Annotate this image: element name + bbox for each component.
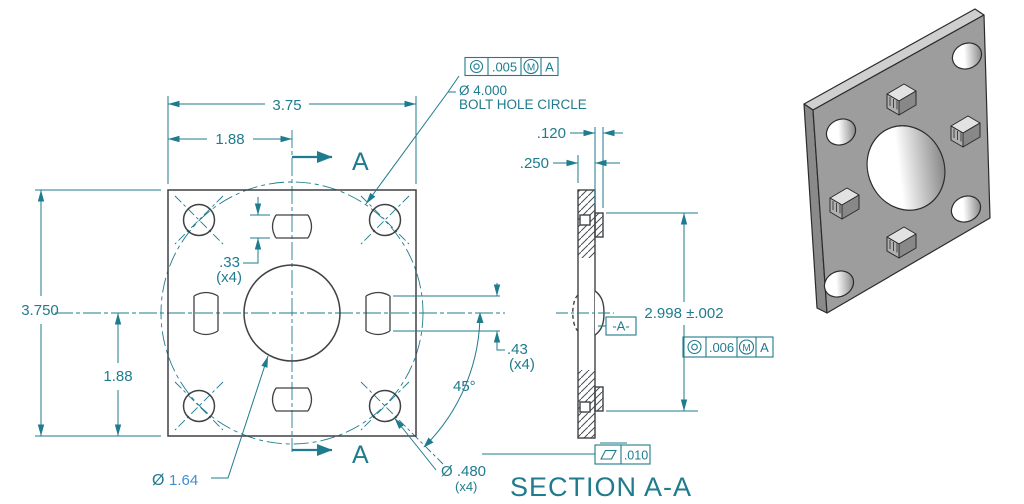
iso-boss-left <box>829 187 860 220</box>
iso-bolt-hole <box>951 42 983 70</box>
iso-boss-top <box>886 83 917 116</box>
dim-angle-45: 45° <box>423 312 484 448</box>
plate-outline <box>167 189 417 437</box>
fcf-runout-datum: A <box>760 340 769 355</box>
iso-view <box>803 8 991 314</box>
datum-a-text: -A- <box>612 319 629 334</box>
section-cut-arrows: A A <box>292 148 369 469</box>
iso-boss-right <box>950 115 981 148</box>
dim-width-half: 1.88 <box>168 131 292 148</box>
section-boss-top <box>594 212 604 238</box>
iso-bolt-hole <box>825 118 857 146</box>
diameter-symbol: Ø <box>152 472 164 489</box>
section-slot-bottom <box>579 401 591 413</box>
section-title: SECTION A-A <box>510 472 692 502</box>
fcf-runout-tolerance: .006 <box>709 340 734 355</box>
bolt-holes <box>182 203 402 423</box>
fcf-position: .005 M A <box>464 56 559 77</box>
iso-center-hole <box>866 125 946 211</box>
mmc-modifier-icon: M <box>523 58 539 75</box>
section-hidden-profile <box>572 294 579 332</box>
fcf-runout: .006 M A <box>682 336 774 358</box>
dim-width: 3.75 <box>167 96 417 184</box>
boss-top <box>271 214 313 239</box>
dim-height-text: 3.750 <box>21 302 59 319</box>
bolt-circle-label-text: BOLT HOLE CIRCLE <box>459 97 587 112</box>
datum-a-label: -A- <box>598 316 637 336</box>
svg-text:M: M <box>742 343 750 354</box>
dim-slot-33-text: .33 <box>219 254 240 271</box>
leader-bolt-hole: Ø .480 (x4) <box>394 417 486 494</box>
dim-thickness-text: .250 <box>520 155 549 172</box>
flatness-symbol-icon <box>600 449 617 460</box>
dim-width-half-text: 1.88 <box>215 131 244 148</box>
section-arrow-bottom-label: A <box>352 441 369 469</box>
svg-text:M: M <box>527 63 535 74</box>
dim-height-half: 1.88 <box>103 313 133 436</box>
leader-center-hole: Ø 1.64 <box>152 355 269 489</box>
dim-boss-span-text: 2.998 ±.002 <box>644 305 723 322</box>
dim-width-text: 3.75 <box>272 97 301 114</box>
iso-holes <box>823 42 983 298</box>
concentricity-symbol-icon <box>687 339 702 355</box>
section-boss-bottom <box>594 386 604 412</box>
section-view: .120 .250 2.998 ±.002 -A- .006 <box>482 125 774 502</box>
boss-bottom <box>271 387 313 412</box>
centerlines <box>55 130 505 465</box>
dim-slot-43-text: .43 <box>507 341 528 358</box>
section-slot-top <box>579 214 591 226</box>
iso-bolt-hole <box>823 270 855 298</box>
concentricity-symbol-icon <box>469 59 484 74</box>
bolt-circle-centerline <box>160 181 424 445</box>
dim-height-half-text: 1.88 <box>103 368 132 385</box>
bolt-hole-dia-text: Ø .480 <box>441 463 486 480</box>
dim-slot-43: .43 (x4) <box>393 283 535 373</box>
bolt-hole-qty: (x4) <box>455 479 477 494</box>
front-view: 3.75 1.88 3.750 1.88 .33 (x4) .43 <box>21 56 587 494</box>
center-hole <box>243 264 341 362</box>
iso-bolt-hole <box>950 195 982 223</box>
dim-slot-33: .33 (x4) <box>216 197 270 286</box>
boss-left <box>193 291 219 336</box>
dim-boss-span: 2.998 ±.002 <box>606 212 724 412</box>
dim-slot-43-qty: (x4) <box>509 356 535 373</box>
mmc-modifier-icon: M <box>738 339 755 355</box>
fcf-position-datum: A <box>545 60 554 75</box>
fcf-position-tolerance: .005 <box>492 60 517 75</box>
dim-slot-33-qty: (x4) <box>216 269 242 286</box>
dim-boss-depth-text: .120 <box>537 125 566 142</box>
boss-right <box>365 291 391 336</box>
bosses <box>193 214 391 412</box>
section-arrow-top-label: A <box>352 148 369 176</box>
callout-bolt-circle: Ø 4.000 BOLT HOLE CIRCLE <box>365 75 587 205</box>
fcf-flatness: .010 <box>482 442 651 465</box>
iso-bosses <box>829 83 981 259</box>
dim-angle-45-text: 45° <box>453 378 476 395</box>
fcf-flatness-tolerance: .010 <box>624 449 648 463</box>
dim-thickness: .250 <box>520 155 620 183</box>
center-hole-dia-text: 1.64 <box>169 472 198 489</box>
bolt-circle-dia-text: Ø 4.000 <box>459 83 507 98</box>
iso-boss-bottom <box>886 226 917 259</box>
dim-height: 3.750 <box>21 189 161 437</box>
plate-square <box>167 189 417 437</box>
